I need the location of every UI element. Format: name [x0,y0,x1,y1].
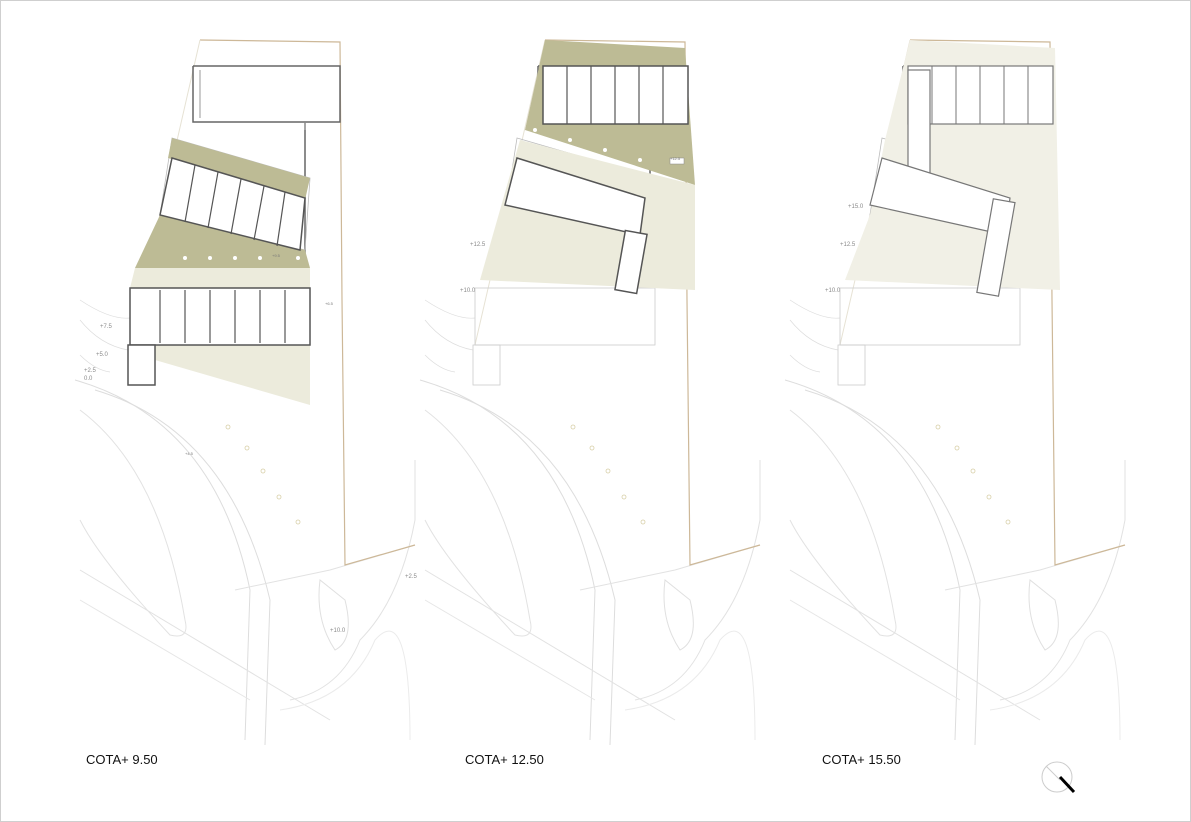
contour-label: +10.0 [825,288,841,294]
contour-label: +12.5 [840,242,856,248]
contour-labels: +7.5 +5.0 +2.5 0.0 +2.5 +10.0 +12.5 +10.… [84,156,864,634]
plan-cota-9-50 [74,39,416,746]
contour-label: +10.0 [460,288,476,294]
contour-label: +15.0 [848,204,864,210]
north-arrow-icon [1041,761,1076,794]
level-tag: +12.5 [670,156,681,161]
plan-title-cota-15-50: COTA+ 15.50 [822,752,901,767]
contour-label: 0.0 [84,376,93,382]
contour-label: +10.0 [330,628,346,634]
contour-label: +5.0 [96,352,109,358]
contour-label: +12.5 [470,242,486,248]
contour-label: +2.5 [84,368,97,374]
plan-title-cota-12-50: COTA+ 12.50 [465,752,544,767]
level-tag: +4.5 [185,451,194,456]
level-tag: +9.5 [272,253,281,258]
level-tag: +6.5 [325,301,334,306]
contour-label: +2.5 [405,574,418,580]
plan-cota-12-50 [419,39,761,746]
plan-title-cota-9-50: COTA+ 9.50 [86,752,158,767]
plan-cota-15-50 [784,39,1126,746]
contour-label: +7.5 [100,324,113,330]
